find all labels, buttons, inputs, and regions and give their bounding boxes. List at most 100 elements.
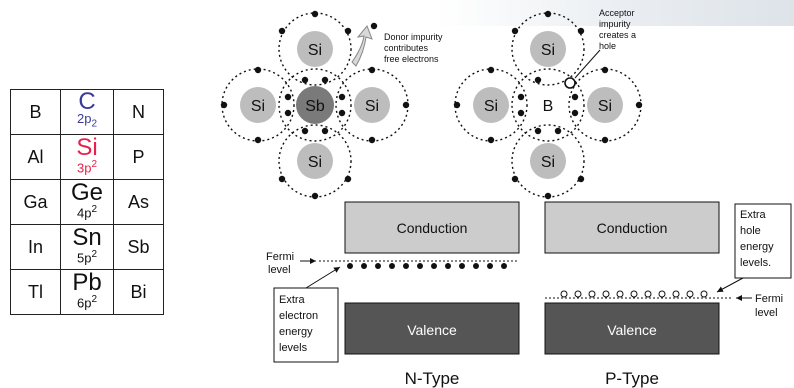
donor-level-dot: [403, 263, 409, 269]
acceptor-note-line: impurity: [599, 19, 631, 29]
si-atom: [530, 31, 566, 67]
acceptor-level-hole: [686, 290, 694, 298]
electron-dot: [311, 192, 319, 200]
callout-pointer: [305, 266, 341, 289]
element-cell: Sb: [113, 224, 164, 270]
element-orbital: 4p2: [76, 204, 98, 221]
orbit-ring: [278, 68, 352, 142]
element-symbol: C: [78, 88, 96, 116]
si-atom: [297, 31, 333, 67]
element-symbol: Si: [76, 134, 98, 162]
callout-line: Extra: [279, 294, 306, 306]
acceptor-level-hole: [658, 290, 666, 298]
fermi-label-line: Fermi: [755, 293, 783, 305]
electron-dot: [278, 27, 286, 35]
acceptor-note-line: hole: [599, 41, 616, 51]
si-atom: [240, 87, 276, 123]
element-cell: Al: [10, 134, 61, 180]
si-atom: [587, 87, 623, 123]
electron-dot: [284, 93, 292, 101]
si-atom: [297, 143, 333, 179]
donor-level-dot: [389, 263, 395, 269]
atom-label: Si: [251, 98, 265, 115]
electron-dot: [534, 76, 542, 84]
electron-dot: [368, 66, 376, 74]
n-type-band-diagram: Conduction Valence Fermi level Extra e: [266, 201, 520, 388]
electron-dot: [544, 192, 552, 200]
element-symbol: Ge: [70, 179, 103, 207]
electron-dot: [254, 136, 262, 144]
si-atom: [530, 143, 566, 179]
electron-dot: [453, 101, 461, 109]
element-cell: In: [10, 224, 61, 270]
electron-dot: [571, 93, 579, 101]
periodic-table-excerpt: B C 2p2 N Al Si 3p2 P Ga Ge 4p2 As In Sn…: [10, 89, 164, 315]
callout-line: levels.: [740, 257, 771, 269]
callout-line: hole: [740, 225, 761, 237]
si-atom: [354, 87, 390, 123]
donor-arrow-icon: [351, 25, 373, 67]
table-row: Al Si 3p2 P: [10, 134, 164, 180]
atom-label: Si: [541, 154, 555, 171]
callout-pointer: [716, 277, 744, 293]
acceptor-level-hole: [700, 290, 708, 298]
callout-line: levels: [279, 342, 308, 354]
p-type-band-diagram: Conduction Valence Extra hole energy lev…: [544, 201, 792, 388]
conduction-label: Conduction: [597, 220, 668, 236]
electron-dot: [517, 109, 525, 117]
atom-label: Si: [484, 98, 498, 115]
element-cell: Bi: [113, 269, 164, 315]
electron-dot: [635, 101, 643, 109]
sb-atom: [296, 86, 334, 124]
hole-marker: [564, 77, 576, 89]
electron-dot: [571, 109, 579, 117]
element-symbol: Sn: [72, 224, 102, 252]
electron-dot: [278, 175, 286, 183]
electron-dot: [601, 66, 609, 74]
atom-label: Si: [598, 98, 612, 115]
electron-dot: [511, 27, 519, 35]
header-gradient-band: [0, 0, 794, 26]
acceptor-level-hole: [630, 290, 638, 298]
donor-note-line: contributes: [384, 43, 429, 53]
n-type-lattice: Si Si Sb Si Si: [220, 10, 443, 200]
atom-label: Si: [308, 154, 322, 171]
electron-dot: [338, 93, 346, 101]
electron-dot: [534, 127, 542, 135]
p-type-title: P-Type: [605, 369, 659, 388]
acceptor-pointer: [574, 49, 601, 79]
atom-label: Si: [308, 42, 322, 59]
donor-level-dot: [431, 263, 437, 269]
atom-label: B: [543, 98, 554, 115]
acceptor-level-hole: [588, 290, 596, 298]
electron-dot: [544, 10, 552, 18]
element-symbol: Pb: [72, 269, 102, 297]
atom-label: Si: [541, 42, 555, 59]
electron-dot: [254, 66, 262, 74]
donor-level-dot: [473, 263, 479, 269]
electron-dot: [517, 93, 525, 101]
electron-dot: [344, 175, 352, 183]
extra-electron-callout: [273, 287, 339, 363]
element-cell-center: Ge 4p2: [60, 179, 114, 225]
extra-hole-callout: [734, 203, 792, 279]
electron-dot: [284, 109, 292, 117]
n-type-title: N-Type: [405, 369, 460, 388]
donor-note-line: free electrons: [384, 54, 439, 64]
electron-dot: [338, 109, 346, 117]
element-cell: N: [113, 89, 164, 135]
donor-level-dot: [445, 263, 451, 269]
element-orbital: 5p2: [76, 249, 98, 266]
donor-level-dot: [347, 263, 353, 269]
element-cell-center: Pb 6p2: [60, 269, 114, 315]
electron-dot: [311, 10, 319, 18]
callout-line: Extra: [740, 209, 767, 221]
conduction-band: [544, 201, 720, 254]
donor-level-dot: [501, 263, 507, 269]
electron-dot: [321, 76, 329, 84]
donor-level-dot: [459, 263, 465, 269]
electron-dot: [344, 27, 352, 35]
conduction-band: [344, 201, 520, 254]
donor-level-dot: [487, 263, 493, 269]
